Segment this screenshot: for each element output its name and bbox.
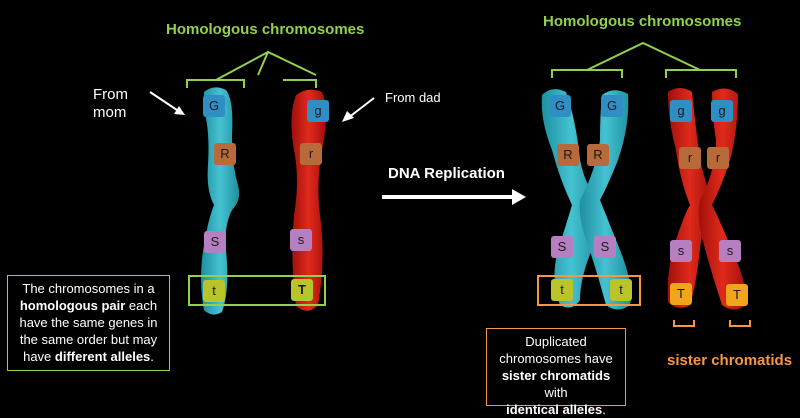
right-box-bold-2: identical alleles	[506, 402, 603, 417]
allele-mom-1: G	[203, 95, 225, 117]
left-box-line-5-pre: have	[23, 349, 55, 364]
allele-dad-4: T	[291, 279, 313, 301]
allele-dup-dad-2b: r	[707, 147, 729, 169]
allele-dup-mom-1b: G	[601, 95, 623, 117]
allele-dup-mom-4b: t	[610, 279, 632, 301]
allele-dup-dad-4b: T	[726, 284, 748, 306]
left-box-line-4: the same order but may	[19, 332, 158, 347]
right-box-line-3: sister chromatids with	[489, 367, 623, 401]
allele-dup-mom-4a: t	[551, 279, 573, 301]
sister-chromatid-brackets	[673, 320, 751, 327]
left-box-line-2-rest: each	[125, 298, 158, 313]
allele-dup-mom-1a: G	[549, 95, 571, 117]
allele-dup-mom-3a: S	[551, 236, 573, 258]
right-box-bold-1: sister chromatids	[501, 368, 611, 383]
allele-highlight-box-left	[188, 275, 326, 306]
allele-dad-2: r	[300, 143, 322, 165]
allele-dup-mom-2a: R	[557, 144, 579, 166]
left-title: Homologous chromosomes	[166, 21, 365, 38]
right-title: Homologous chromosomes	[543, 13, 742, 30]
allele-dup-dad-1a: g	[670, 100, 692, 122]
homologous-pair-explanation: The chromosomes in a homologous pair eac…	[7, 275, 170, 371]
dad-chromosome	[291, 89, 326, 311]
right-box-line-2: chromosomes have	[499, 351, 613, 366]
allele-dup-dad-1b: g	[711, 100, 733, 122]
allele-dad-1: g	[307, 100, 329, 122]
allele-highlight-box-right	[537, 275, 641, 306]
right-box-line-4: identical alleles.	[489, 401, 623, 418]
from-dad-label: From dad	[385, 90, 441, 105]
left-title-bracket	[186, 50, 317, 88]
allele-dad-3: s	[290, 229, 312, 251]
right-title-bracket	[551, 41, 737, 78]
replication-arrow	[382, 189, 526, 205]
from-mom-label: From mom	[93, 86, 128, 121]
right-box-line-3-rest: with	[544, 385, 568, 400]
right-box-line-1: Duplicated	[525, 334, 587, 349]
from-dad-pointer	[342, 97, 375, 122]
left-box-line-5-post: .	[150, 349, 154, 364]
allele-dup-dad-3b: s	[719, 240, 741, 262]
allele-mom-2: R	[214, 143, 236, 165]
left-box-line-1: The chromosomes in a	[22, 281, 155, 296]
left-box-line-2: homologous pair each	[10, 297, 167, 314]
allele-mom-4: t	[203, 280, 225, 302]
left-box-line-3: have the same genes in	[19, 315, 158, 330]
allele-dup-dad-4a: T	[670, 283, 692, 305]
from-mom-pointer	[149, 91, 185, 115]
allele-mom-3: S	[204, 231, 226, 253]
allele-dup-mom-2b: R	[587, 144, 609, 166]
allele-dup-mom-3b: S	[594, 236, 616, 258]
duplicated-mom-chromosome	[541, 89, 631, 310]
left-box-bold-1: homologous pair	[19, 298, 126, 313]
allele-dup-dad-2a: r	[679, 147, 701, 169]
left-box-bold-2: different alleles	[54, 349, 151, 364]
sister-chromatids-explanation: Duplicated chromosomes have sister chrom…	[486, 328, 626, 417]
dna-replication-label: DNA Replication	[388, 165, 505, 182]
right-box-line-4-post: .	[602, 402, 606, 417]
allele-dup-dad-3a: s	[670, 240, 692, 262]
sister-chromatids-label: sister chromatids	[667, 352, 793, 369]
left-box-line-5: have different alleles.	[10, 348, 167, 365]
